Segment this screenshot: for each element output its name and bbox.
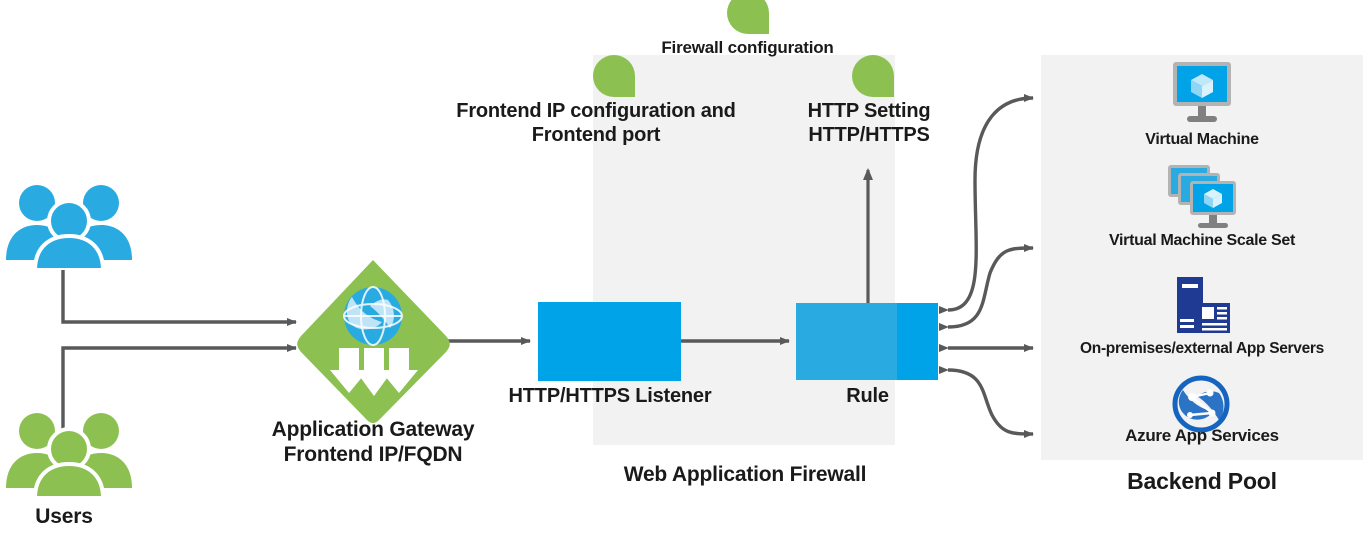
backend-item-label-virtual-machine: Virtual Machine	[1145, 131, 1259, 148]
application-gateway-label: Application Gateway Frontend IP/FQDN	[271, 418, 475, 466]
backend-pool-panel	[1041, 55, 1363, 460]
web-application-firewall-label: Web Application Firewall	[623, 463, 867, 486]
http-setting-label: HTTP Setting HTTP/HTTPS	[807, 100, 931, 146]
rule-label: Rule	[846, 385, 889, 407]
firewall-configuration-label: Firewall configuration	[661, 38, 834, 57]
frontend-ip-configuration-pin	[593, 55, 635, 97]
users-label: Users	[35, 505, 93, 528]
server-tower-icon	[1177, 277, 1230, 333]
virtual-machine-scale-set-icon	[1168, 165, 1236, 228]
rule-box-accent-strip	[897, 303, 938, 380]
azure-app-services-globe-icon	[1172, 375, 1230, 433]
application-gateway-icon	[297, 260, 450, 423]
http-https-listener-label: HTTP/HTTPS Listener	[508, 385, 712, 407]
firewall-configuration-pin	[727, 0, 769, 34]
users-group-icon-green	[6, 413, 132, 498]
rule-box	[796, 303, 938, 380]
virtual-machine-icon	[1173, 62, 1231, 122]
backend-item-label-vm-scale-set: Virtual Machine Scale Set	[1108, 232, 1296, 249]
http-setting-pin	[852, 55, 894, 97]
http-https-listener-box	[538, 302, 681, 381]
users-group-icon-blue	[6, 185, 132, 270]
backend-item-label-app-servers: On-premises/external App Servers	[1080, 340, 1324, 357]
frontend-ip-configuration-label: Frontend IP configuration and Frontend p…	[456, 100, 736, 146]
backend-item-label-azure-app-services: Azure App Services	[1125, 426, 1279, 445]
backend-pool-label: Backend Pool	[1127, 468, 1277, 494]
